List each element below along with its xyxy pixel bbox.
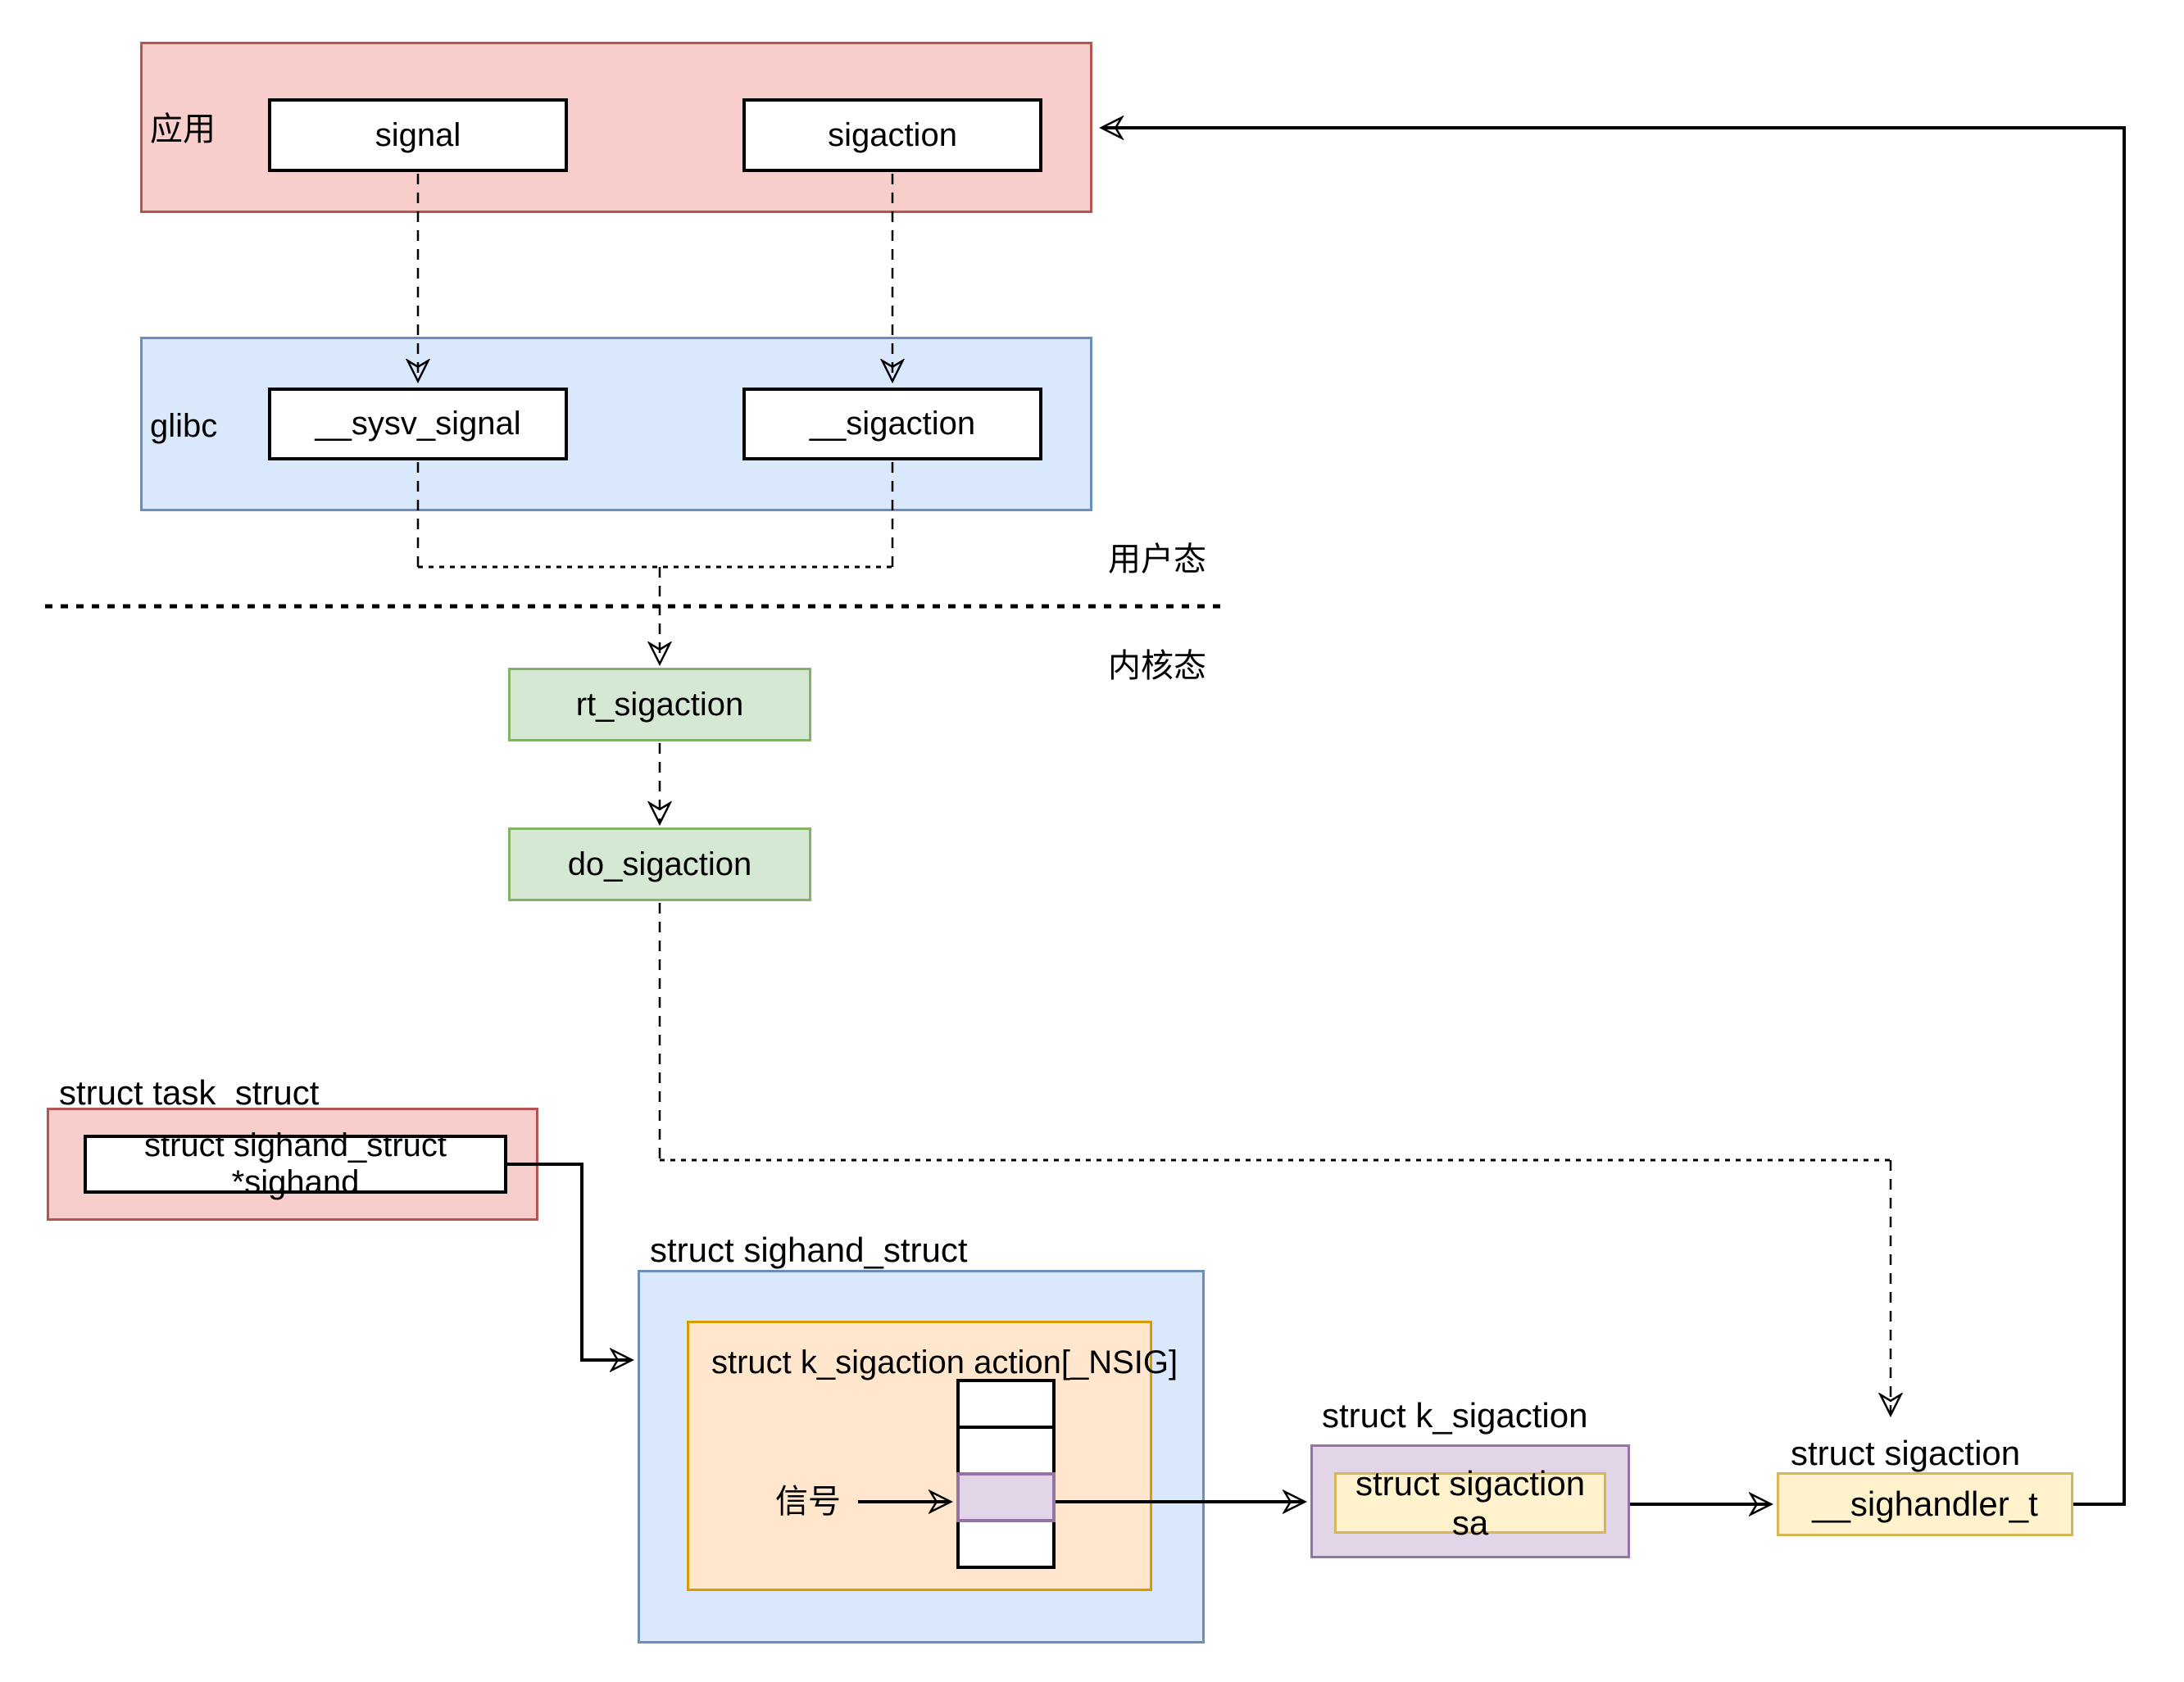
node-glibc-sigaction: __sigaction (742, 388, 1042, 460)
glibc-layer-label: glibc (150, 408, 218, 444)
app-layer-label: 应用 (150, 111, 216, 147)
action-array-cell-selected (956, 1472, 1056, 1522)
task-struct-title: struct task_struct (59, 1073, 320, 1112)
arrow-sighandler-feedback-to-app (1102, 128, 2126, 1506)
action-array (956, 1379, 1056, 1569)
action-array-cell (956, 1426, 1056, 1476)
action-array-cell (956, 1379, 1056, 1429)
node-sighand-pointer: struct sighand_struct *sighand (84, 1127, 507, 1200)
node-do-sigaction: do_sigaction (508, 827, 811, 901)
node-sighandler-t: __sighandler_t (1777, 1472, 2073, 1536)
kernel-mode-label: 内核态 (1108, 647, 1206, 684)
node-signal: signal (268, 98, 568, 172)
k-sigaction-array-box (687, 1321, 1152, 1591)
sigaction-struct-title: struct sigaction (1791, 1434, 2021, 1472)
node-sigaction: sigaction (742, 98, 1042, 172)
sighand-struct-title: struct sighand_struct (650, 1231, 968, 1269)
node-sigaction-sa: struct sigaction sa (1334, 1464, 1606, 1542)
node-sysv-signal: __sysv_signal (268, 388, 568, 460)
k-sigaction-title: struct k_sigaction (1322, 1396, 1588, 1435)
user-mode-label: 用户态 (1108, 541, 1206, 578)
signal-index-label: 信号 (775, 1483, 841, 1520)
k-sigaction-array-label: struct k_sigaction action[_NSIG] (711, 1344, 1178, 1381)
node-rt-sigaction: rt_sigaction (508, 668, 811, 741)
action-array-cell (956, 1519, 1056, 1569)
